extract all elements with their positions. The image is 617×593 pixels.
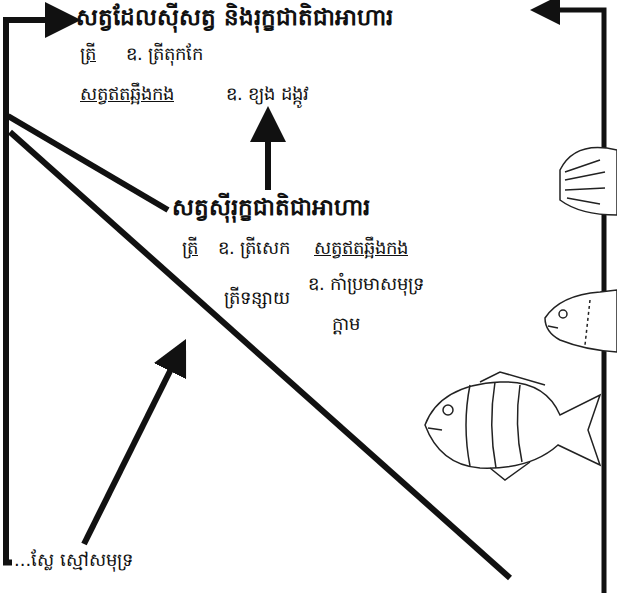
divider-line [8, 116, 168, 210]
example-text: ឧ. កាំប្រមាសមុទ្រ [308, 272, 424, 296]
node-heading: សត្វស៊ីរុក្ខជាតិជាអាហារ [172, 192, 370, 223]
food-chain-arrow [6, 20, 72, 563]
category-label: សត្វឥតឆ្អឹងកង [80, 82, 174, 106]
food-chain-arrow [84, 347, 182, 544]
fish-drawing [425, 372, 600, 480]
example-text: ក្តាម [332, 312, 360, 336]
food-chain-group: ...ស្លែ ស្មៅសមុទ្រ [14, 548, 137, 577]
node-heading: សត្វដែលស៊ីសត្វ និងរុក្ខជាតិជាអាហារ [76, 2, 393, 33]
example-text: ត្រីទន្សាយ [224, 286, 290, 310]
example-text: ឧ. ខ្យង ដង្កូវ [226, 82, 309, 106]
food-chain-arrow [265, 115, 271, 190]
food-chain-group: សត្វដែលស៊ីសត្វ និងរុក្ខជាតិជាអាហារត្រីឧ.… [76, 2, 398, 111]
producer-label: ...ស្លែ ស្មៅសមុទ្រ [14, 548, 133, 572]
category-label: សត្វឥតឆ្អឹងកង [314, 236, 408, 260]
example-text: ឧ. ត្រីតុកកែ [126, 42, 203, 66]
category-label: ត្រី [182, 236, 198, 260]
fish-drawing [545, 290, 617, 352]
fish-drawing [560, 148, 617, 216]
example-text: ឧ. ត្រីសេក [218, 236, 290, 260]
divider-line [10, 132, 510, 578]
food-chain-group: សត្វស៊ីរុក្ខជាតិជាអាហារត្រី ឧ. ត្រីសេកត្រ… [172, 192, 429, 341]
category-label: ត្រី [80, 42, 96, 66]
